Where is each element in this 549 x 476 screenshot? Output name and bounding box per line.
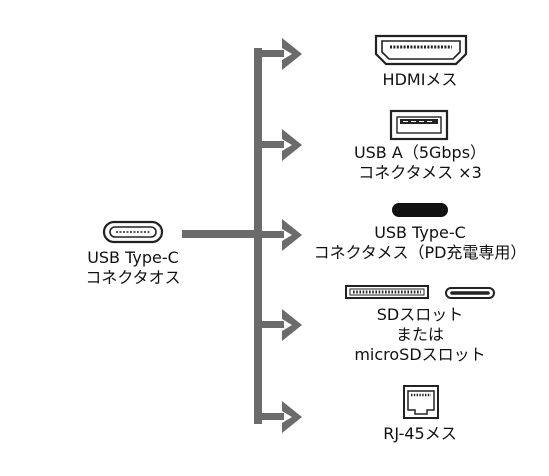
output-label-usb-a: USB A（5Gbps） コネクタメス ×3 (300, 143, 540, 183)
sd-label-line2: または (395, 325, 444, 344)
branch-hdmi (254, 38, 302, 70)
rj45-port-icon (403, 385, 439, 419)
output-label-sd: SDスロット または microSDスロット (320, 305, 520, 365)
branch-rj45 (254, 401, 302, 433)
branch-usb-a (254, 129, 302, 161)
source-label-line2: コネクタオス (85, 268, 181, 287)
output-label-usb-c: USB Type-C コネクタメス（PD充電専用） (300, 223, 540, 263)
branch-usb-c (254, 219, 302, 251)
rj45-label-line1: RJ-45メス (383, 424, 457, 443)
hdmi-port-icon (374, 34, 468, 66)
usb-c-label-line1: USB Type-C (374, 223, 466, 242)
usb-c-port-icon (392, 203, 448, 217)
sd-label-line1: SDスロット (376, 305, 464, 324)
source-link (182, 230, 262, 238)
usb-c-label-line2: コネクタメス（PD充電専用） (313, 243, 527, 262)
usb-c-connector-icon (102, 220, 164, 244)
hdmi-label-line1: HDMIメス (382, 70, 458, 89)
output-label-hdmi: HDMIメス (320, 70, 520, 90)
source-label-line1: USB Type-C (87, 248, 179, 267)
sd-slot-icon (345, 285, 429, 299)
usb-a-port-icon (389, 109, 449, 141)
connector-lines (182, 38, 302, 433)
microsd-slot-icon (445, 287, 495, 299)
source-label: USB Type-C コネクタオス (62, 248, 204, 288)
usb-a-label-line1: USB A（5Gbps） (353, 143, 487, 162)
branch-sd (254, 309, 302, 341)
output-label-rj45: RJ-45メス (320, 424, 520, 444)
usb-a-label-line2: コネクタメス ×3 (358, 163, 482, 182)
sd-label-line3: microSDスロット (354, 345, 486, 364)
